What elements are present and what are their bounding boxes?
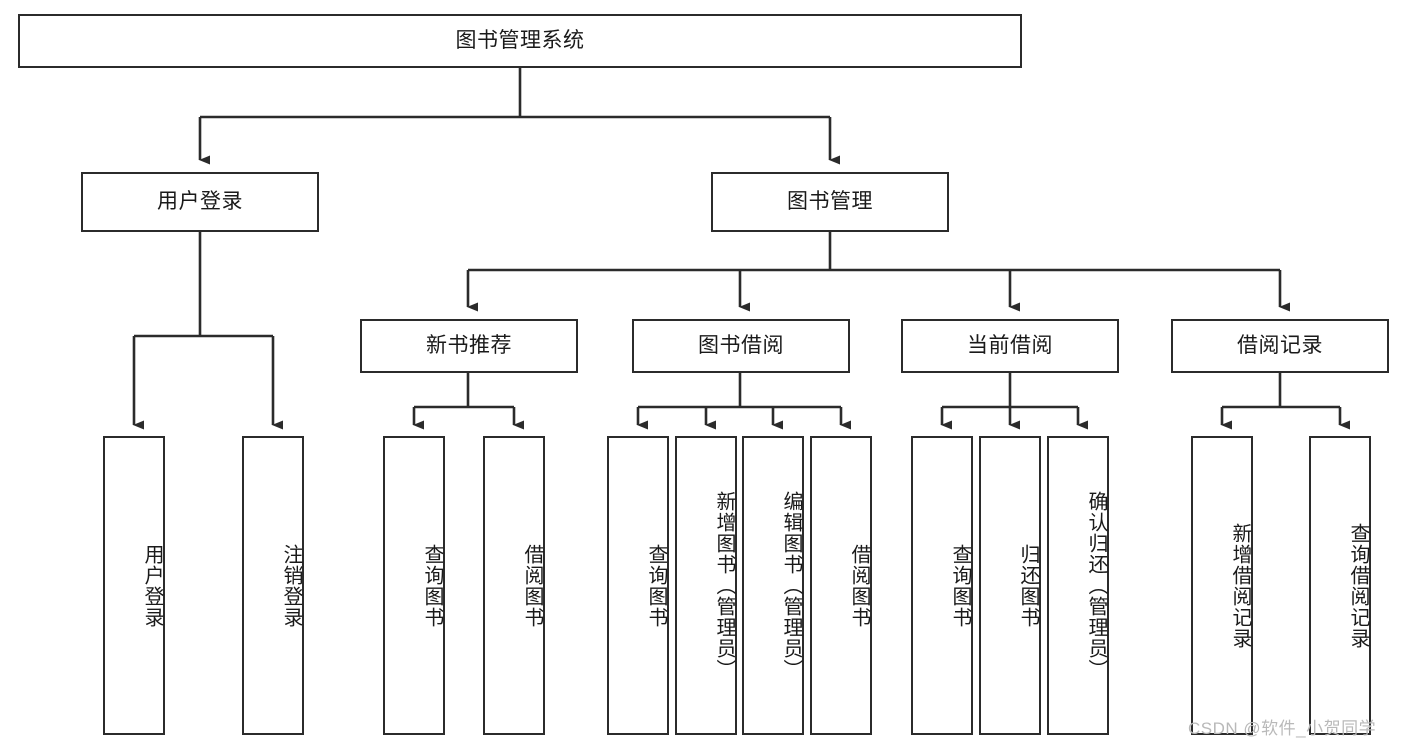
node-label: 用户登录 <box>157 190 243 214</box>
node-label: 图书管理 <box>787 190 873 214</box>
node-book-borrow[interactable]: 图书借阅 <box>632 319 850 373</box>
leaf-add-book-admin[interactable]: 新增图书（管理员） <box>675 436 737 735</box>
node-label: 新增借阅记录 <box>1229 522 1251 649</box>
node-label: 用户登录 <box>141 543 163 628</box>
node-label: 新增图书（管理员） <box>713 491 735 680</box>
leaf-edit-book-admin[interactable]: 编辑图书（管理员） <box>742 436 804 735</box>
leaf-confirm-return-admin[interactable]: 确认归还（管理员） <box>1047 436 1109 735</box>
leaf-borrow-book-borrow[interactable]: 借阅图书 <box>810 436 872 735</box>
node-user-login[interactable]: 用户登录 <box>81 172 319 232</box>
leaf-add-borrow-record[interactable]: 新增借阅记录 <box>1191 436 1253 735</box>
node-label: 借阅图书 <box>521 543 543 628</box>
node-root-system[interactable]: 图书管理系统 <box>18 14 1022 68</box>
leaf-user-login[interactable]: 用户登录 <box>103 436 165 735</box>
node-label: 注销登录 <box>280 543 302 628</box>
node-label: 新书推荐 <box>426 334 512 358</box>
leaf-query-book-recommend[interactable]: 查询图书 <box>383 436 445 735</box>
node-book-manage[interactable]: 图书管理 <box>711 172 949 232</box>
leaf-borrow-book-recommend[interactable]: 借阅图书 <box>483 436 545 735</box>
node-label: 编辑图书（管理员） <box>780 491 802 680</box>
node-label: 查询图书 <box>645 543 667 628</box>
leaf-query-book-current[interactable]: 查询图书 <box>911 436 973 735</box>
node-borrow-record[interactable]: 借阅记录 <box>1171 319 1389 373</box>
csdn-watermark: CSDN @软件_小贺同学 <box>1188 719 1377 738</box>
node-label: 查询图书 <box>421 543 443 628</box>
node-label: 归还图书 <box>1017 543 1039 628</box>
node-label: 图书借阅 <box>698 334 784 358</box>
node-label: 查询借阅记录 <box>1347 522 1369 649</box>
leaf-query-book-borrow[interactable]: 查询图书 <box>607 436 669 735</box>
node-label: 借阅图书 <box>848 543 870 628</box>
node-label: 查询图书 <box>949 543 971 628</box>
leaf-return-book[interactable]: 归还图书 <box>979 436 1041 735</box>
node-new-book-recommend[interactable]: 新书推荐 <box>360 319 578 373</box>
node-label: 图书管理系统 <box>455 29 585 53</box>
node-label: 当前借阅 <box>967 334 1053 358</box>
leaf-logout-login[interactable]: 注销登录 <box>242 436 304 735</box>
leaf-query-borrow-record[interactable]: 查询借阅记录 <box>1309 436 1371 735</box>
node-label: 借阅记录 <box>1237 334 1323 358</box>
node-label: 确认归还（管理员） <box>1085 491 1107 680</box>
node-current-borrow[interactable]: 当前借阅 <box>901 319 1119 373</box>
